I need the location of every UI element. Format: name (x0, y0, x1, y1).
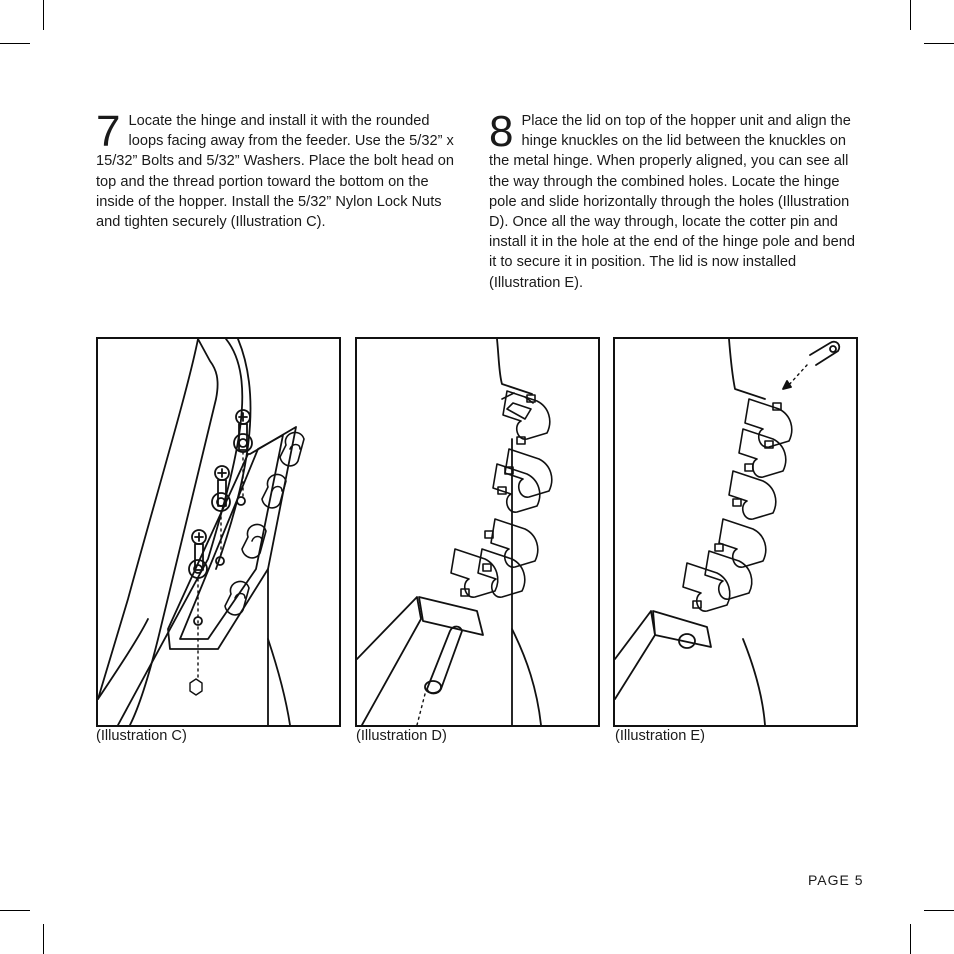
step-number: 7 (96, 107, 121, 156)
caption-illustration-d: (Illustration D) (356, 728, 447, 744)
crop-mark (0, 43, 30, 44)
step-text: Place the lid on top of the hopper unit … (489, 113, 855, 291)
step-8: 8 Place the lid on top of the hopper uni… (489, 107, 857, 293)
step-7: 7 Locate the hinge and install it with t… (96, 107, 468, 232)
illustration-c (96, 337, 341, 727)
crop-mark (924, 910, 954, 911)
crop-mark (910, 0, 911, 30)
page-number: PAGE 5 (808, 872, 864, 888)
step-number: 8 (489, 107, 514, 156)
crop-mark (43, 924, 44, 954)
step-text: Locate the hinge and install it with the… (96, 113, 455, 231)
crop-mark (0, 910, 30, 911)
illustration-e (613, 337, 858, 727)
crop-mark (910, 924, 911, 954)
crop-mark (43, 0, 44, 30)
caption-illustration-e: (Illustration E) (615, 728, 706, 744)
illustration-d (355, 337, 600, 727)
caption-illustration-c: (Illustration C) (96, 728, 187, 744)
crop-mark (924, 43, 954, 44)
